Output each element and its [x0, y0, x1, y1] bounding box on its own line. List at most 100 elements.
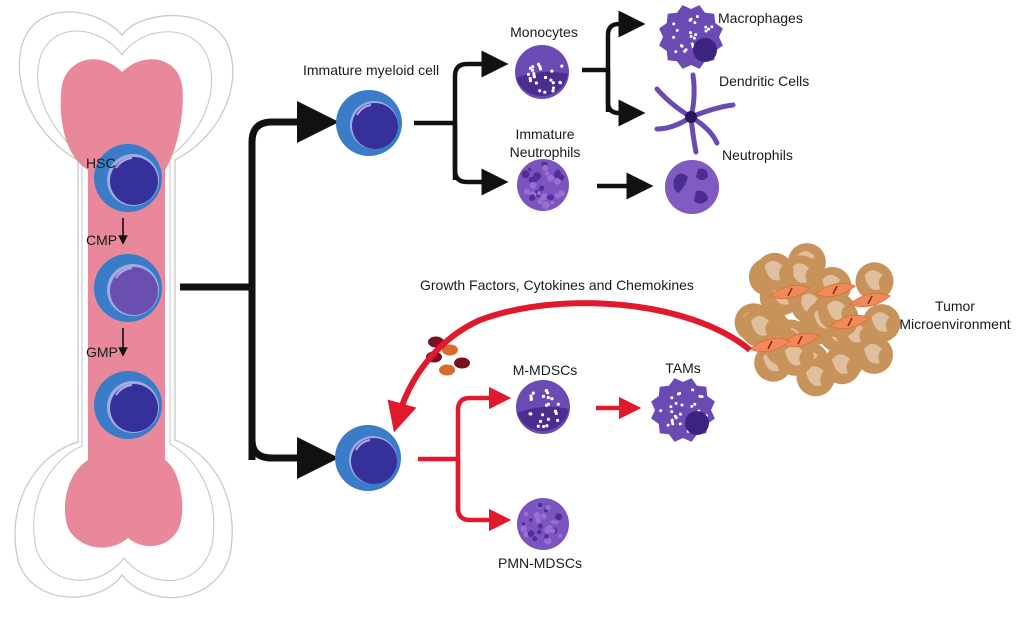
granule	[529, 397, 533, 401]
granule	[555, 513, 563, 521]
granule	[673, 414, 677, 418]
granule	[558, 81, 562, 85]
macrophages-label: Macrophages	[718, 10, 803, 26]
granule	[521, 521, 526, 526]
granule	[707, 27, 710, 31]
granule	[531, 391, 535, 395]
granule	[537, 191, 542, 196]
granule	[670, 418, 674, 422]
granule	[672, 22, 676, 26]
granule	[546, 195, 550, 199]
granule	[523, 531, 529, 538]
dendritic-cell	[654, 72, 736, 155]
granule	[689, 31, 692, 35]
granule	[534, 81, 538, 85]
granule	[532, 73, 536, 77]
granule	[529, 412, 533, 416]
granule	[555, 520, 559, 525]
immature-neutrophils-label-line1: Immature	[515, 126, 575, 142]
tumor-mass	[734, 243, 901, 397]
granule	[541, 394, 545, 398]
granule	[558, 533, 563, 538]
granule	[556, 169, 561, 174]
bone-output-arrows	[180, 101, 339, 479]
granule	[669, 405, 673, 409]
granule	[545, 389, 548, 392]
granule	[529, 194, 536, 201]
granule	[690, 405, 694, 408]
granule	[546, 402, 550, 406]
granule	[527, 530, 535, 537]
tumor-cell-nucleus	[791, 263, 810, 284]
macrophage-cell	[659, 5, 723, 69]
monocytes-label: Monocytes	[510, 24, 578, 40]
immature-myeloid-cell-top	[336, 90, 402, 156]
granule	[529, 518, 533, 522]
granule	[551, 519, 556, 525]
granule	[558, 174, 565, 181]
granule	[528, 167, 532, 172]
tumor-signal-arrow	[387, 300, 752, 433]
pmn-mdscs-label: PMN-MDSCs	[498, 555, 582, 571]
gmp-label: GMP	[86, 344, 118, 360]
m-mdsc-cell	[516, 380, 570, 434]
granule	[672, 36, 675, 39]
tumor-cell-nucleus	[864, 343, 882, 364]
tam-cell	[651, 378, 715, 442]
granule	[680, 44, 684, 48]
granule	[537, 529, 542, 535]
granule	[704, 29, 708, 33]
granule	[556, 418, 560, 422]
granule	[539, 185, 545, 191]
granule	[548, 194, 554, 201]
tumor-cell-nucleus	[764, 260, 783, 281]
granule	[521, 170, 530, 179]
granule	[540, 193, 548, 201]
granule	[531, 68, 534, 72]
granule	[537, 62, 540, 66]
granule	[689, 17, 693, 21]
fibroblast-nucleus	[832, 285, 838, 295]
granule	[545, 525, 553, 533]
granule	[689, 35, 693, 38]
granule	[532, 536, 538, 542]
m-mdscs-label: M-MDSCs	[512, 362, 578, 378]
granule	[691, 388, 694, 392]
granule	[538, 89, 542, 93]
granule	[541, 201, 550, 209]
granule	[670, 410, 674, 413]
granule	[542, 164, 548, 171]
granule	[529, 79, 532, 83]
tumor-label-line2: Microenvironment	[899, 316, 1011, 332]
granule	[539, 419, 542, 423]
neutrophil-cell	[665, 160, 719, 214]
granule	[678, 422, 682, 426]
fibroblast-nucleus	[767, 340, 773, 350]
immature-neutrophils-label-line2: Neutrophils	[509, 144, 581, 160]
granule	[680, 403, 684, 407]
granule	[524, 511, 529, 517]
tumor-cell-nucleus	[871, 312, 890, 332]
immature-myeloid-cell-bottom	[335, 425, 401, 491]
granule	[544, 534, 549, 539]
granule	[546, 396, 550, 399]
immature-neutrophil-cell	[517, 159, 569, 211]
granule	[544, 170, 550, 176]
myeloid-branch-arrows	[414, 10, 654, 200]
granule	[549, 78, 553, 82]
granule	[538, 65, 542, 68]
tumor-cell-nucleus	[864, 270, 883, 291]
granule	[670, 396, 674, 400]
granule	[694, 33, 698, 36]
granule	[710, 25, 714, 29]
fibroblast-nucleus	[797, 335, 803, 345]
granule	[696, 15, 699, 18]
granule	[535, 517, 541, 524]
tumor-cell-nucleus	[751, 316, 769, 336]
granule	[677, 392, 680, 396]
gmp-cell	[94, 371, 162, 439]
granule	[533, 512, 541, 519]
granule	[671, 422, 675, 426]
